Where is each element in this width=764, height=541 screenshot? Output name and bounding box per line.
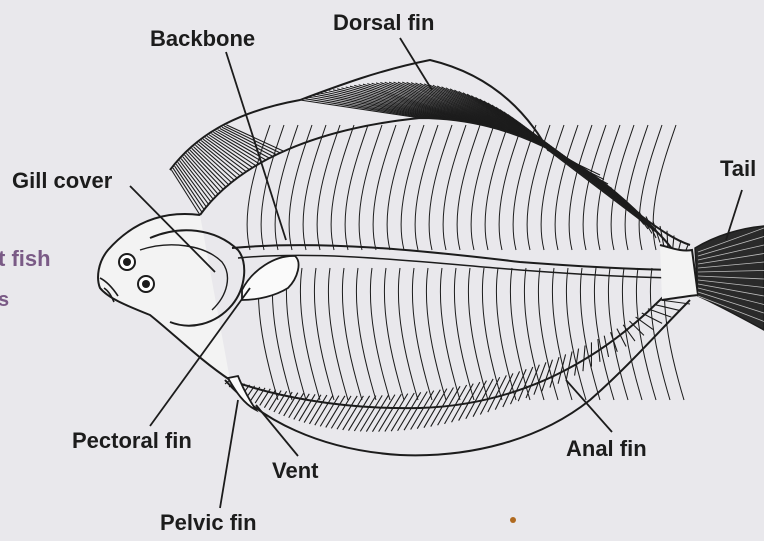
ray-line — [404, 391, 427, 430]
head-outline — [98, 214, 230, 380]
cropped-side-text-2: s — [0, 290, 9, 310]
ray-line — [625, 202, 644, 224]
muscle-line — [401, 125, 424, 250]
label-gill-cover: Gill cover — [12, 170, 112, 192]
ray-line — [331, 396, 351, 429]
upper-eye-pupil — [123, 258, 131, 266]
muscle-line — [440, 268, 460, 400]
ray-line — [372, 395, 394, 432]
backbone-lower — [238, 255, 690, 278]
cropped-side-text-1: t fish — [0, 248, 51, 270]
muscle-line — [426, 268, 446, 400]
ray-line — [366, 395, 388, 432]
ray-line — [629, 321, 643, 335]
ray-line — [411, 391, 434, 430]
muscle-line — [370, 268, 390, 400]
muscle-line — [373, 125, 396, 250]
ray-line — [417, 390, 440, 429]
muscle-line — [303, 125, 326, 250]
muscle-line — [454, 268, 474, 400]
muscle-line — [314, 268, 334, 400]
anal-fin-leader — [566, 380, 612, 432]
muscle-line — [569, 125, 592, 250]
muscle-line — [499, 125, 522, 250]
muscle-line — [300, 268, 320, 400]
label-anal-fin: Anal fin — [566, 438, 647, 460]
ray-line — [337, 396, 357, 429]
muscle-line — [317, 125, 340, 250]
anal-fin-outline — [225, 300, 690, 455]
speck — [510, 517, 516, 523]
muscle-line — [468, 268, 488, 400]
muscle-line — [566, 268, 586, 400]
muscle-line — [356, 268, 376, 400]
muscle-line — [384, 268, 404, 400]
ray-line — [558, 354, 566, 383]
muscle-line — [415, 125, 438, 250]
muscle-line — [429, 125, 452, 250]
label-pectoral-fin: Pectoral fin — [72, 430, 192, 452]
muscle-line — [622, 268, 642, 400]
tail-stalk — [660, 245, 698, 300]
label-pelvic-fin: Pelvic fin — [160, 512, 257, 534]
pelvic-fin-leader — [220, 400, 238, 508]
muscle-line — [485, 125, 508, 250]
muscle-line — [261, 125, 284, 250]
muscle-line — [387, 125, 410, 250]
muscle-line — [412, 268, 432, 400]
label-vent: Vent — [272, 460, 318, 482]
ray-line — [343, 396, 364, 430]
muscle-line — [555, 125, 578, 250]
muscle-line — [552, 268, 572, 400]
muscle-line — [636, 268, 656, 400]
muscle-line — [328, 268, 348, 400]
muscle-line — [513, 125, 536, 250]
pectoral-fin — [242, 256, 299, 300]
label-backbone: Backbone — [150, 28, 255, 50]
ray-line — [534, 362, 546, 394]
ray-line — [385, 394, 408, 432]
muscle-line — [496, 268, 516, 400]
backbone — [232, 245, 690, 270]
tail-fin — [695, 226, 764, 330]
dorsal-fin-leader — [400, 38, 432, 90]
ray-line — [654, 304, 681, 310]
muscle-line — [611, 125, 634, 250]
body-muscle-lines — [247, 125, 684, 400]
label-dorsal-fin: Dorsal fin — [333, 12, 434, 34]
muscle-line — [538, 268, 558, 400]
muscle-line — [580, 268, 600, 400]
muscle-line — [398, 268, 418, 400]
ray-line — [566, 352, 572, 380]
label-tail: Tail — [720, 158, 756, 180]
muscle-line — [625, 125, 648, 250]
muscle-line — [359, 125, 382, 250]
ray-line — [349, 396, 370, 431]
muscle-line — [342, 268, 362, 400]
muscle-line — [443, 125, 466, 250]
muscle-line — [457, 125, 480, 250]
ray-line — [360, 395, 382, 431]
muscle-line — [345, 125, 368, 250]
lower-eye-pupil — [142, 280, 150, 288]
muscle-line — [471, 125, 494, 250]
ray-line — [391, 393, 414, 431]
ray-line — [354, 396, 376, 431]
muscle-line — [275, 125, 298, 250]
muscle-line — [331, 125, 354, 250]
pelvic-fin — [228, 376, 256, 410]
